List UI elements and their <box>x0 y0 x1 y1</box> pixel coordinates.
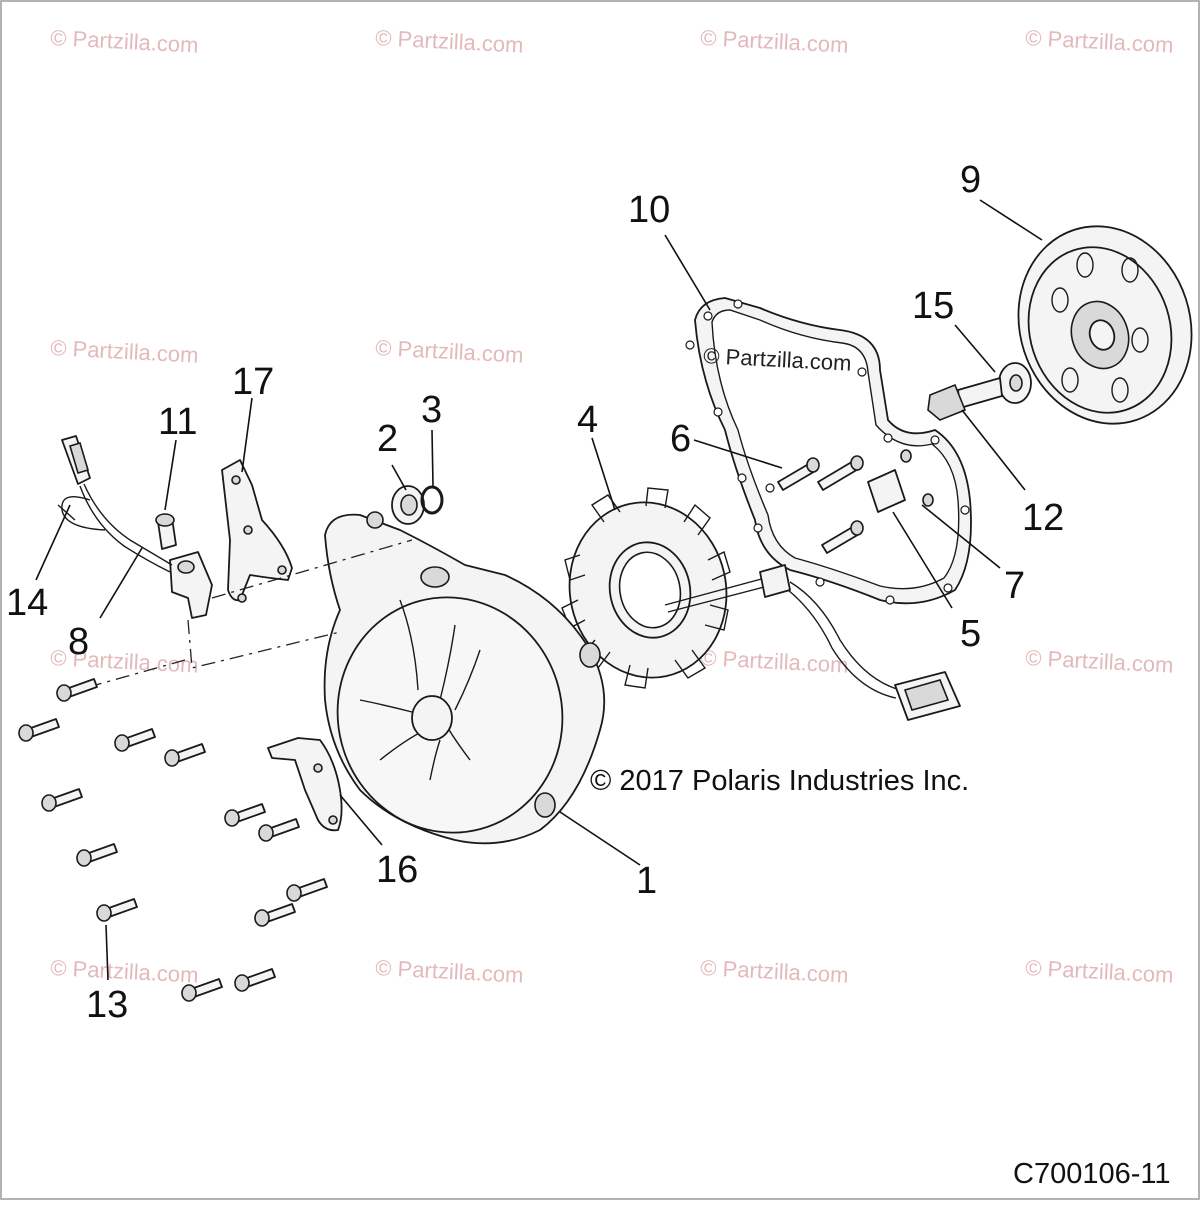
lower-bracket-part[interactable] <box>267 737 343 832</box>
callout-11[interactable]: 11 <box>158 401 197 443</box>
sensor-harness-part[interactable] <box>57 435 173 573</box>
watermark-layer: © Partzilla.com © Partzilla.com © Partzill… <box>50 25 1174 988</box>
callout-16[interactable]: 16 <box>376 849 418 891</box>
grommet-part[interactable] <box>867 469 906 513</box>
stator-bolts-part[interactable] <box>777 449 934 554</box>
callout-15[interactable]: 15 <box>912 285 954 327</box>
cover-bolt-head-10 <box>96 904 112 922</box>
watermark-4: © Partzilla.com <box>50 335 199 368</box>
callout-labels: 1 2 3 4 5 6 7 8 9 10 11 12 13 14 15 16 1… <box>6 159 1064 1026</box>
callout-10[interactable]: 10 <box>628 189 670 231</box>
cover-bolt-head-0 <box>56 684 72 702</box>
cover-bolt-head-5 <box>224 809 240 827</box>
callout-13[interactable]: 13 <box>86 984 128 1026</box>
flywheel-bolt-part[interactable] <box>927 377 1003 421</box>
stator-part[interactable] <box>553 487 961 721</box>
speed-sensor-part[interactable] <box>169 551 213 619</box>
cover-bolt-head-4 <box>41 794 57 812</box>
cover-bolt-head-8 <box>286 884 302 902</box>
cover-bolt-head-7 <box>76 849 92 867</box>
callout-12[interactable]: 12 <box>1022 497 1064 539</box>
callout-6[interactable]: 6 <box>670 418 691 460</box>
flywheel-part[interactable] <box>993 204 1200 447</box>
cover-bolt-head-12 <box>234 974 250 992</box>
upper-bracket-part[interactable] <box>221 459 293 603</box>
cover-bolt-head-11 <box>181 984 197 1002</box>
callout-5[interactable]: 5 <box>960 613 981 655</box>
bearing-part[interactable] <box>391 485 425 525</box>
watermark-2: © Partzilla.com <box>700 25 849 58</box>
stator-cover-part[interactable] <box>311 511 606 858</box>
diagram-code: C700106-11 <box>1013 1158 1170 1190</box>
cover-bolt-head-2 <box>114 734 130 752</box>
callout-8[interactable]: 8 <box>68 621 89 663</box>
leader-lines <box>35 199 1043 981</box>
cover-bolt-head-1 <box>18 724 34 742</box>
watermark-10: © Partzilla.com <box>700 645 849 678</box>
watermark-1: © Partzilla.com <box>375 25 524 58</box>
cover-bolt-head-9 <box>254 909 270 927</box>
cover-bolt-head-3 <box>164 749 180 767</box>
watermark-11: © Partzilla.com <box>1025 645 1174 678</box>
copyright-text: © 2017 Polaris Industries Inc. <box>590 765 969 797</box>
callout-7[interactable]: 7 <box>1004 565 1025 607</box>
callout-14[interactable]: 14 <box>6 582 48 624</box>
sensor-bolt-part[interactable] <box>155 513 177 550</box>
callout-17[interactable]: 17 <box>232 361 274 403</box>
watermark-13: © Partzilla.com <box>375 955 524 988</box>
callout-9[interactable]: 9 <box>960 159 981 201</box>
callout-3[interactable]: 3 <box>421 389 442 431</box>
washer-part[interactable] <box>998 362 1032 404</box>
snap-ring-part[interactable] <box>420 485 444 515</box>
callout-4[interactable]: 4 <box>577 399 598 441</box>
cover-bolts-part[interactable] <box>18 678 328 1002</box>
watermark-14: © Partzilla.com <box>700 955 849 988</box>
watermark-15: © Partzilla.com <box>1025 955 1174 988</box>
callout-2[interactable]: 2 <box>377 418 398 460</box>
watermark-0: © Partzilla.com <box>50 25 199 58</box>
callout-1[interactable]: 1 <box>636 860 657 902</box>
watermark-3: © Partzilla.com <box>1025 25 1174 58</box>
watermark-5: © Partzilla.com <box>375 335 524 368</box>
cover-bolt-head-6 <box>258 824 274 842</box>
watermark-12: © Partzilla.com <box>50 955 199 988</box>
